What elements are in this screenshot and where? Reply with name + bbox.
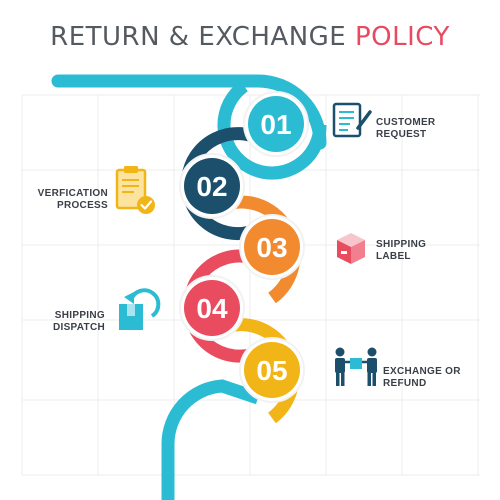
background-grid: [21, 94, 480, 476]
step-label-02-line1: VERFICATION: [37, 188, 108, 199]
step-label-05-line1: EXCHANGE OR: [383, 366, 461, 377]
step-label-04-line1: SHIPPING: [54, 310, 105, 321]
step-label-04: SHIPPING DISPATCH: [10, 310, 105, 334]
badge-number-04: 04: [196, 293, 228, 324]
step-label-03-line2: LABEL: [376, 251, 411, 262]
connector-bottom: [161, 379, 261, 500]
step-label-05: EXCHANGE OR REFUND: [383, 366, 461, 390]
badge-number-01: 01: [260, 109, 291, 140]
step-label-03-line1: SHIPPING: [376, 239, 427, 250]
badge-number-02: 02: [196, 171, 227, 202]
badge-04: 04: [179, 275, 245, 341]
exchange-people-icon: [335, 347, 377, 386]
title-accent: POLICY: [354, 22, 450, 52]
step-label-04-line2: DISPATCH: [52, 322, 105, 333]
form-icon: [332, 102, 372, 138]
step-label-02: VERFICATION PROCESS: [10, 188, 108, 212]
badge-02: 02: [179, 153, 245, 219]
step-label-05-line2: REFUND: [383, 378, 427, 389]
package-icon: [337, 233, 365, 264]
page-title: RETURN & EXCHANGE POLICY: [0, 22, 500, 52]
clipboard-check-icon: [115, 166, 155, 214]
step-label-01-line2: REQUEST: [376, 129, 427, 140]
return-box-icon: [119, 288, 161, 330]
step-label-02-line2: PROCESS: [56, 200, 108, 211]
title-main: RETURN & EXCHANGE: [50, 22, 355, 52]
badge-number-03: 03: [256, 232, 287, 263]
step-label-01-line1: CUSTOMER: [376, 117, 436, 128]
badge-03: 03: [239, 214, 305, 280]
badge-number-05: 05: [256, 355, 287, 386]
badge-01: 01: [243, 91, 309, 157]
step-label-01: CUSTOMER REQUEST: [376, 117, 435, 141]
badge-05: 05: [239, 337, 305, 403]
step-label-03: SHIPPING LABEL: [376, 239, 426, 263]
